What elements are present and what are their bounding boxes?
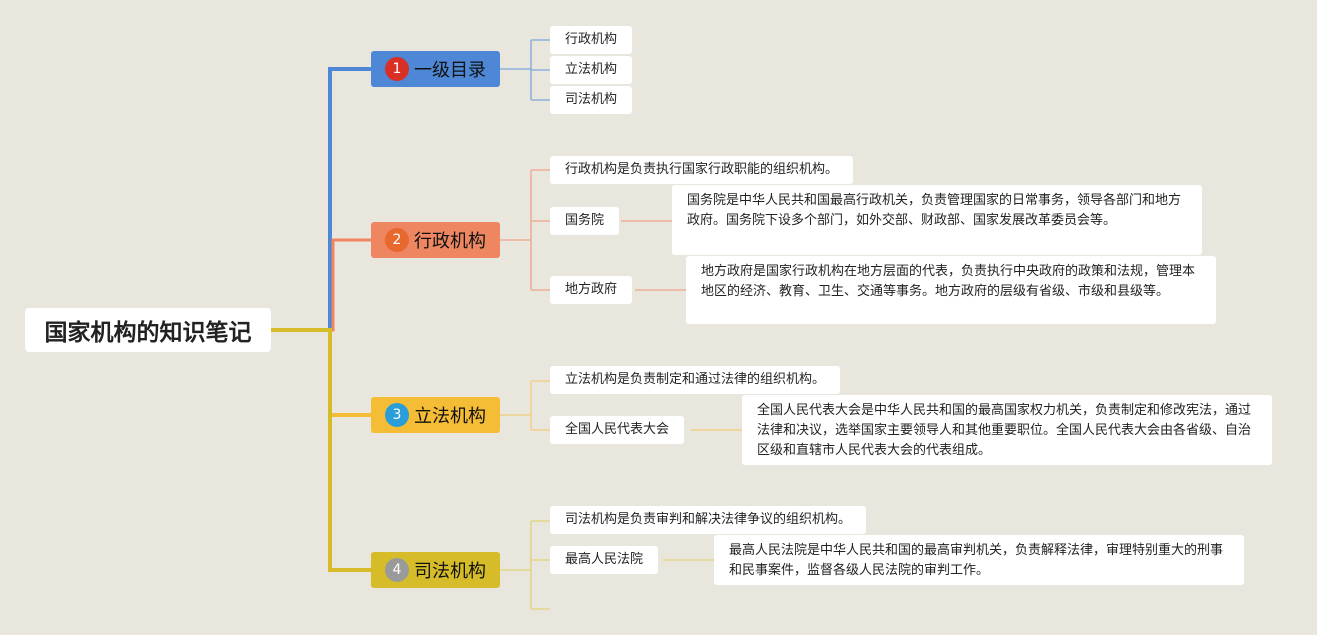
- branch2-lines: [500, 169, 686, 291]
- branch3-lines: [500, 380, 742, 431]
- trunk-line-1: [271, 67, 371, 332]
- executive-intro[interactable]: 行政机构是负责执行国家行政职能的组织机构。: [550, 156, 854, 184]
- desc-supreme-court[interactable]: 最高人民法院是中华人民共和国的最高审判机关，负责解释法律，审理特别重大的刑事和民…: [714, 535, 1244, 585]
- branch1-lines: [500, 39, 550, 101]
- branch-label: 行政机构: [414, 231, 486, 252]
- root-title: 国家机构的知识笔记: [44, 320, 252, 346]
- judicial-intro[interactable]: 司法机构是负责审判和解决法律争议的组织机构。: [550, 506, 867, 534]
- toc-item-judicial[interactable]: 司法机构: [550, 86, 633, 114]
- branch-number-badge: 1: [385, 57, 409, 81]
- branch-number-badge: 3: [385, 403, 409, 427]
- root-topic[interactable]: 国家机构的知识笔记: [25, 308, 271, 352]
- desc-npc[interactable]: 全国人民代表大会是中华人民共和国的最高国家权力机关，负责制定和修改宪法，通过法律…: [742, 395, 1272, 465]
- branch-number-badge: 2: [385, 228, 409, 252]
- branch-topic-4[interactable]: 4 司法机构: [371, 552, 500, 588]
- node-supreme-court[interactable]: 最高人民法院: [550, 546, 659, 574]
- legislative-intro[interactable]: 立法机构是负责制定和通过法律的组织机构。: [550, 366, 841, 394]
- node-local-government[interactable]: 地方政府: [550, 276, 633, 304]
- branch-topic-1[interactable]: 1 一级目录: [371, 51, 500, 87]
- trunk-line-3: [271, 328, 371, 417]
- trunk-line-4: [271, 328, 371, 572]
- desc-local-government[interactable]: 地方政府是国家行政机构在地方层面的代表，负责执行中央政府的政策和法规，管理本地区…: [686, 256, 1216, 324]
- node-state-council[interactable]: 国务院: [550, 207, 620, 235]
- trunk-line-2: [271, 238, 371, 332]
- branch4-lines: [500, 520, 714, 610]
- branch-topic-3[interactable]: 3 立法机构: [371, 397, 500, 433]
- branch-topic-2[interactable]: 2 行政机构: [371, 222, 500, 258]
- branch-label: 司法机构: [414, 561, 486, 582]
- toc-item-executive[interactable]: 行政机构: [550, 26, 633, 54]
- toc-item-legislative[interactable]: 立法机构: [550, 56, 633, 84]
- branch-label: 一级目录: [414, 60, 486, 81]
- node-npc[interactable]: 全国人民代表大会: [550, 416, 685, 444]
- branch-number-badge: 4: [385, 558, 409, 582]
- desc-state-council[interactable]: 国务院是中华人民共和国最高行政机关，负责管理国家的日常事务，领导各部门和地方政府…: [672, 185, 1202, 255]
- branch-label: 立法机构: [414, 406, 486, 427]
